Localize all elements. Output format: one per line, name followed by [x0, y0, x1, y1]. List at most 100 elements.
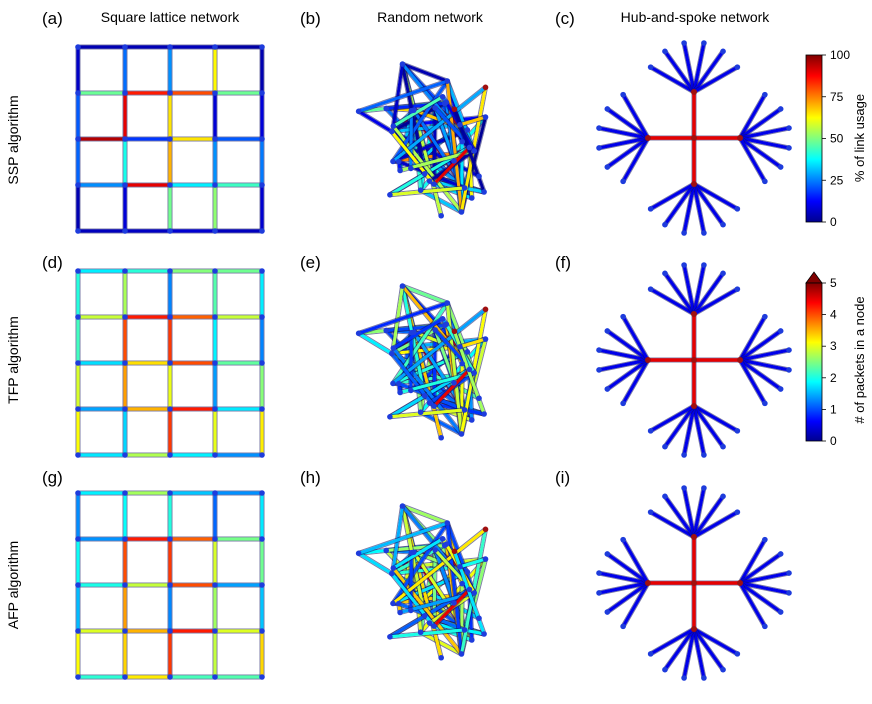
network-edge-outline — [599, 584, 649, 596]
network-edge — [388, 186, 467, 197]
network-node — [390, 380, 396, 387]
network-node — [75, 490, 81, 496]
network-edge-outline — [695, 182, 726, 224]
network-edge — [738, 581, 783, 614]
network-edge — [692, 182, 725, 227]
network-edge — [682, 404, 696, 457]
network-edge-outline — [390, 411, 465, 420]
network-node — [259, 90, 265, 96]
network-node — [75, 406, 81, 412]
network-node — [604, 328, 611, 334]
network-node — [75, 268, 81, 274]
network-edge-outline — [390, 521, 447, 603]
network-node — [259, 406, 265, 412]
network-node — [604, 106, 611, 112]
network-node — [399, 61, 406, 67]
network-edge — [605, 552, 650, 585]
network-edge-outline — [739, 347, 789, 359]
network-edge — [682, 182, 696, 235]
network-node — [399, 503, 406, 509]
panel-c-hub-spoke-ssp — [596, 40, 792, 236]
network-edge-outline — [392, 316, 442, 347]
network-edge-outline — [694, 403, 739, 430]
network-node — [167, 228, 173, 234]
network-edge-outline — [389, 354, 433, 408]
network-edge-outline — [460, 118, 487, 128]
panel-i-hub-spoke-afp — [596, 485, 792, 681]
network-node — [762, 313, 768, 320]
network-node — [355, 330, 362, 337]
network-node — [122, 360, 128, 366]
network-node — [720, 221, 726, 228]
network-edge-outline — [739, 125, 789, 137]
network-edge-outline — [598, 574, 648, 586]
network-node — [647, 509, 654, 515]
network-node — [438, 212, 444, 219]
network-node — [212, 268, 218, 274]
network-edge-outline — [651, 407, 696, 434]
network-node — [167, 360, 173, 366]
panel-letter-h: (h) — [300, 468, 321, 487]
network-node — [681, 262, 687, 268]
network-edge-outline — [695, 627, 726, 669]
network-node — [458, 651, 465, 657]
network-node — [476, 173, 482, 180]
network-edge — [391, 95, 445, 128]
network-node — [417, 629, 424, 636]
network-node — [212, 90, 218, 96]
network-edge-outline — [741, 581, 768, 626]
panel-letter-e: (e) — [300, 253, 321, 272]
network-node — [476, 395, 482, 402]
network-node — [122, 582, 128, 588]
network-node — [443, 321, 450, 328]
network-node — [122, 628, 128, 634]
network-node — [122, 44, 128, 50]
network-node — [720, 443, 726, 450]
network-node — [466, 366, 473, 373]
network-node — [662, 221, 668, 228]
network-node — [75, 674, 81, 680]
network-edge — [458, 557, 488, 569]
network-node — [451, 106, 458, 113]
network-node — [122, 90, 128, 96]
network-node — [720, 270, 726, 277]
network-edge-outline — [681, 43, 693, 93]
network-edge-outline — [432, 587, 469, 626]
network-node — [647, 428, 654, 434]
network-edge — [621, 315, 650, 362]
network-node — [122, 182, 128, 188]
network-node — [662, 666, 668, 673]
network-node — [259, 452, 265, 458]
network-node — [762, 536, 768, 543]
network-node — [167, 90, 173, 96]
network-node — [734, 509, 741, 515]
network-edge-outline — [691, 494, 722, 537]
network-node — [701, 40, 707, 46]
network-node — [444, 520, 451, 526]
network-node — [410, 329, 417, 335]
network-node — [122, 406, 128, 412]
network-edge — [649, 287, 696, 316]
network-node — [701, 675, 707, 681]
network-edge — [663, 271, 696, 316]
network-edge — [621, 136, 650, 183]
network-edge — [738, 107, 783, 140]
column-title-random: Random network — [377, 9, 484, 25]
panel-a-square-lattice-ssp — [75, 44, 265, 234]
network-edge — [432, 587, 471, 628]
network-node — [432, 327, 438, 333]
colorbar-tick-label: 75 — [830, 90, 844, 104]
network-edge-outline — [403, 285, 428, 396]
colorbar-extend-arrow-icon — [805, 271, 823, 284]
network-node — [481, 411, 487, 417]
network-edge-outline — [651, 630, 696, 657]
colorbar-packets-label: # of packets in a node — [852, 296, 867, 423]
network-node — [212, 44, 218, 50]
network-node — [259, 268, 265, 274]
network-node — [720, 48, 726, 55]
network-edge — [432, 145, 471, 186]
network-edge-outline — [392, 94, 442, 125]
network-edge-outline — [432, 145, 469, 184]
network-node — [167, 406, 173, 412]
